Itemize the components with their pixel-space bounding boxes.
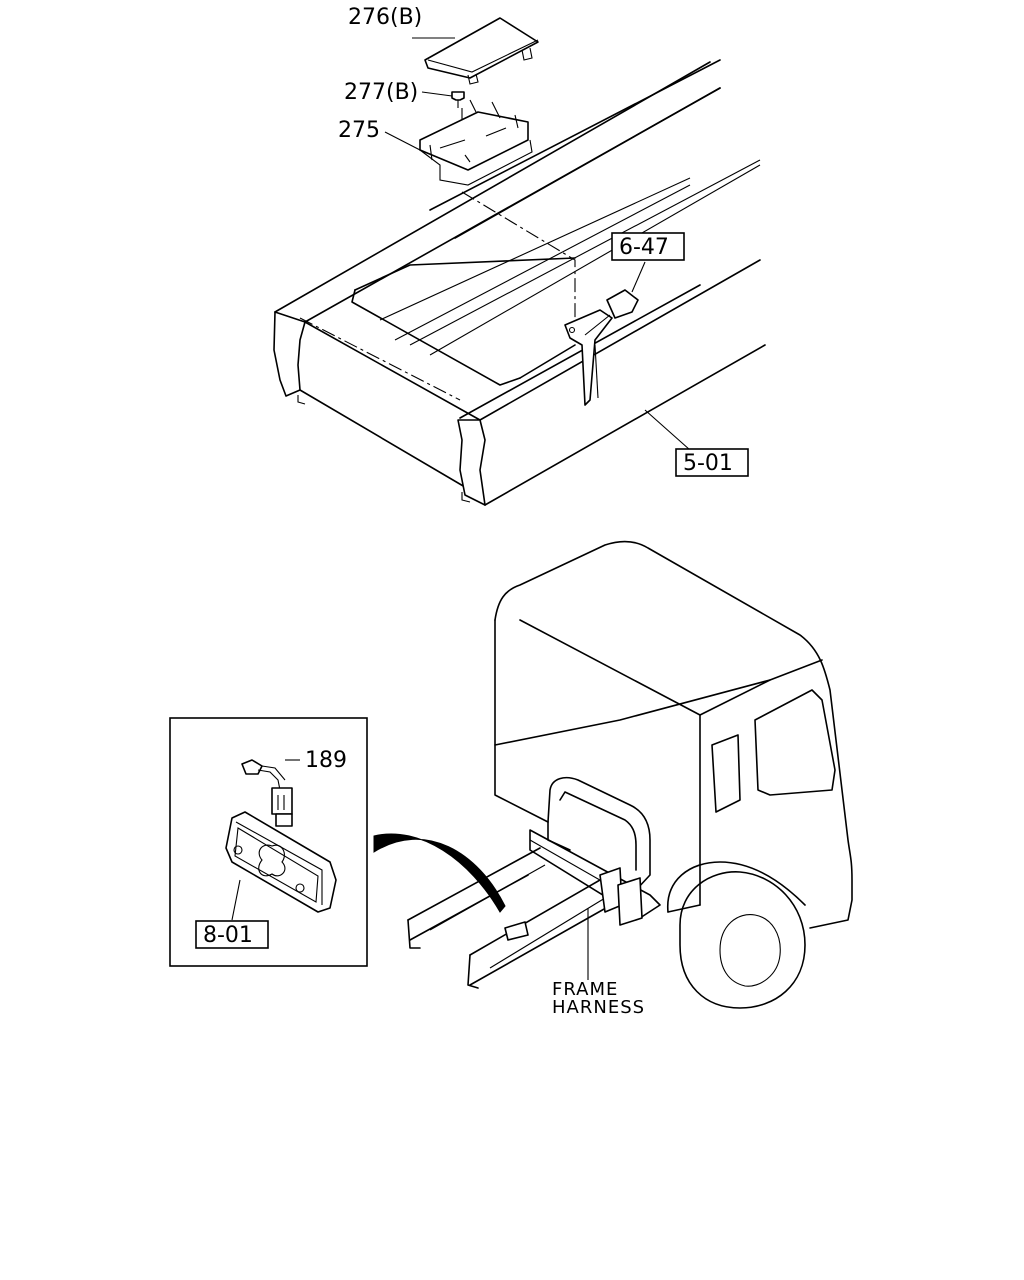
part-189-bulb-socket bbox=[241, 759, 293, 827]
ref-box-6-47 bbox=[611, 232, 685, 261]
ref-box-8-01 bbox=[195, 920, 269, 949]
callout-276: 276(B) bbox=[348, 5, 422, 30]
callout-277: 277(B) bbox=[344, 80, 418, 105]
callout-275: 275 bbox=[338, 118, 380, 143]
callout-189: 189 bbox=[305, 748, 347, 773]
part-275-bracket bbox=[419, 99, 533, 186]
callout-8-01: 8-01 bbox=[203, 923, 253, 948]
detail-arrow bbox=[373, 833, 506, 913]
rail-end-cap-left bbox=[273, 311, 306, 397]
cab-side-window bbox=[711, 734, 741, 813]
marker-lamp-on-frame bbox=[504, 921, 529, 941]
frame-harness-label-line1: FRAME bbox=[552, 979, 618, 1000]
part-8-01-marker-lamp bbox=[225, 811, 337, 913]
frame-and-carrier bbox=[407, 776, 661, 989]
callout-6-47: 6-47 bbox=[619, 235, 669, 260]
harness-clip-bracket bbox=[564, 289, 639, 406]
callout-5-01: 5-01 bbox=[683, 451, 733, 476]
frame-harness-label-line2: HARNESS bbox=[552, 997, 645, 1018]
frame-rail-assembly bbox=[273, 59, 766, 506]
ref-box-5-01 bbox=[675, 448, 749, 477]
part-276-cover bbox=[424, 17, 539, 85]
cab-windshield bbox=[754, 689, 836, 796]
truck-cab bbox=[494, 540, 853, 1009]
front-wheel bbox=[679, 871, 806, 1009]
